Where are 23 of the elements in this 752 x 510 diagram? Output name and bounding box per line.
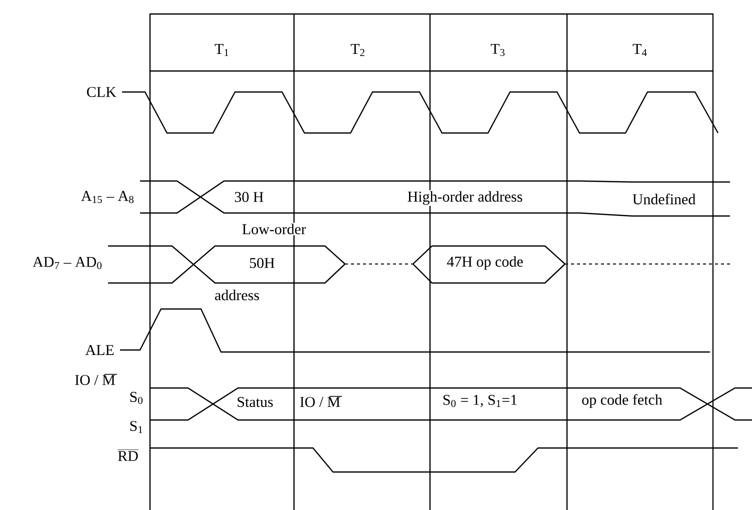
signal-label: A$_{15}$ – A$_{8}$ — [80, 190, 136, 204]
signal-label: CLK — [85, 86, 118, 98]
signal-label: S$_{0}$ — [128, 390, 144, 406]
signal-label: S$_{1}$ — [128, 420, 144, 434]
signal-label: 30 H — [233, 190, 265, 204]
signal-label: 50H — [248, 256, 276, 270]
signal-label: ALE — [84, 344, 116, 356]
signal-label: T$_{1}$ — [214, 43, 230, 57]
signal-label: IO / M — [74, 374, 118, 386]
signal-label: RD — [117, 449, 139, 461]
signal-label: T$_{3}$ — [490, 42, 506, 58]
signal-label: T$_{4}$ — [632, 43, 648, 57]
signal-label: Low-order — [240, 222, 308, 236]
signal-label: S$_{0}$ = 1, S$_{1}$=1 — [441, 394, 519, 408]
signal-label: op code fetch — [580, 393, 664, 409]
signal-label: AD$_{7}$ – AD$_{0}$ — [32, 256, 104, 270]
signal-label: High-order address — [406, 190, 524, 206]
signal-label: 47H op code — [446, 255, 524, 271]
signal-label: Status — [236, 396, 274, 408]
signal-label: IO / M — [298, 396, 342, 408]
signal-label: T$_{2}$ — [350, 43, 366, 57]
signal-label: Undefined — [631, 192, 697, 206]
signal-label: address — [214, 288, 260, 302]
